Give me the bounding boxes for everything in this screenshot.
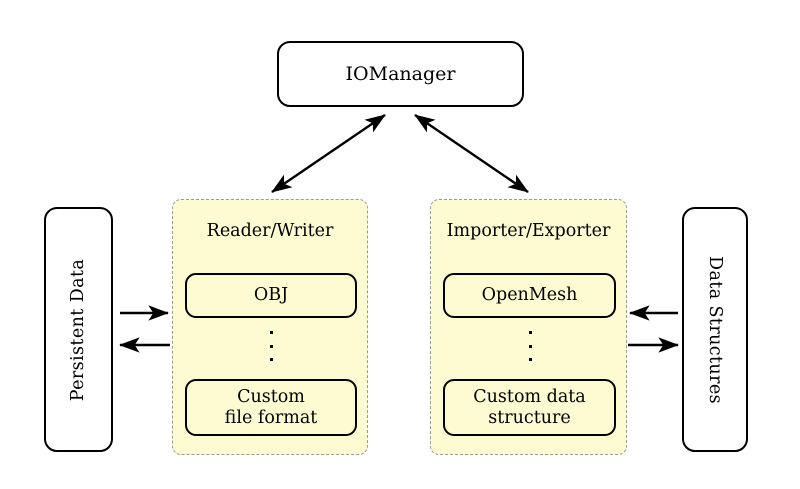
- group-importer-exporter[interactable]: Importer/Exporter OpenMesh Custom data s…: [430, 199, 627, 455]
- node-data-structures[interactable]: Data Structures: [682, 207, 748, 452]
- item-openmesh-label: OpenMesh: [481, 285, 578, 306]
- ellipsis-importer-exporter: [525, 331, 535, 361]
- item-custom-file-format[interactable]: Custom file format: [185, 379, 357, 436]
- node-iomanager-label: IOManager: [345, 63, 456, 85]
- connector-iomanager-importer-exporter: [414, 114, 529, 193]
- item-custom-data-structure-line1: Custom data: [473, 386, 586, 407]
- group-reader-writer-title: Reader/Writer: [206, 221, 334, 241]
- ellipsis-reader-writer: [266, 331, 276, 361]
- item-obj-label: OBJ: [253, 285, 289, 306]
- node-iomanager[interactable]: IOManager: [277, 41, 524, 107]
- node-persistent-data[interactable]: Persistent Data: [44, 207, 113, 452]
- item-custom-data-structure[interactable]: Custom data structure: [443, 379, 616, 436]
- item-obj[interactable]: OBJ: [185, 273, 357, 318]
- connector-iomanager-reader-writer: [271, 114, 386, 193]
- item-openmesh[interactable]: OpenMesh: [443, 273, 616, 318]
- node-data-structures-label: Data Structures: [705, 255, 725, 404]
- item-custom-data-structure-line2: structure: [488, 407, 571, 428]
- group-reader-writer[interactable]: Reader/Writer OBJ Custom file format: [172, 199, 368, 455]
- item-custom-file-format-line1: Custom: [237, 386, 305, 407]
- group-importer-exporter-title: Importer/Exporter: [446, 221, 611, 241]
- node-persistent-data-label: Persistent Data: [68, 258, 89, 401]
- item-custom-file-format-line2: file format: [224, 407, 318, 428]
